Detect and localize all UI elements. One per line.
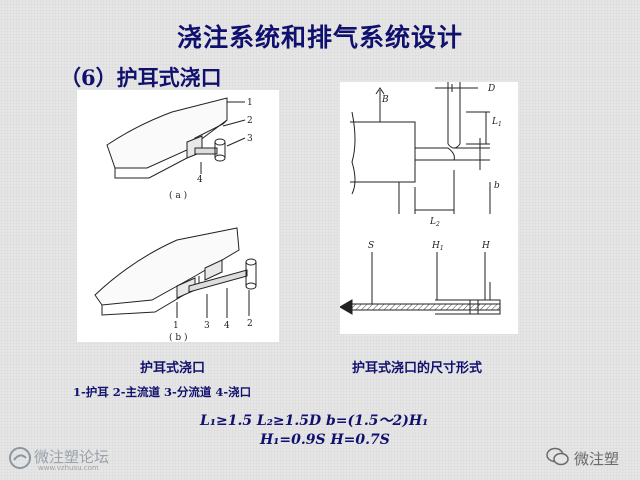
label-H1: H1 <box>431 241 444 252</box>
wechat-text: 微注塑 <box>574 450 620 468</box>
page-title: 浇注系统和排气系统设计 <box>176 23 463 52</box>
right-figure: B D L1 b L2 S H1 H <box>340 82 518 334</box>
callout-a-2: 2 <box>247 116 253 126</box>
label-S: S <box>368 241 374 251</box>
wechat-watermark: 微注塑 <box>546 446 628 470</box>
callout-b-2: 2 <box>247 319 253 329</box>
callout-a-4: 4 <box>197 175 203 185</box>
label-D: D <box>487 84 495 94</box>
section-subtitle: （6）护耳式浇口 <box>60 65 222 90</box>
caption-b: ( b ) <box>169 332 188 342</box>
callout-b-3: 3 <box>204 321 210 331</box>
formula-line-1: L₁≥1.5 L₂≥1.5D b=(1.5～2)H₁ <box>200 413 429 429</box>
formula-line-2: H₁=0.9S H=0.7S <box>260 432 390 448</box>
callout-a-3: 3 <box>247 134 253 144</box>
legend: 1-护耳 2-主流道 3-分流道 4-浇口 <box>73 385 252 399</box>
forum-logo-text: 微注塑论坛 <box>34 448 110 466</box>
ear-gate-dimension-drawing: B D L1 b L2 S H1 H <box>340 82 502 315</box>
label-L2: L2 <box>429 217 440 228</box>
wechat-icon <box>546 447 569 466</box>
forum-logo-url: www.vzhusu.com <box>38 464 99 472</box>
forum-logo-icon <box>9 447 31 469</box>
label-H: H <box>481 241 490 251</box>
forum-logo: 微注塑论坛 www.vzhusu.com <box>8 446 128 472</box>
left-figure: 1 2 3 4 ( a ) 1 3 4 2 ( b ) <box>77 90 279 342</box>
label-B: B <box>381 95 389 105</box>
label-b: b <box>494 181 500 191</box>
label-L1: L1 <box>491 117 502 128</box>
callout-b-1: 1 <box>173 321 179 331</box>
ear-gate-drawing: 1 2 3 4 ( a ) 1 3 4 2 ( b ) <box>94 97 257 342</box>
callout-a-1: 1 <box>247 98 253 108</box>
left-caption: 护耳式浇口 <box>140 361 206 376</box>
caption-a: ( a ) <box>169 190 187 201</box>
callout-b-4: 4 <box>224 321 230 331</box>
right-caption: 护耳式浇口的尺寸形式 <box>352 361 483 376</box>
